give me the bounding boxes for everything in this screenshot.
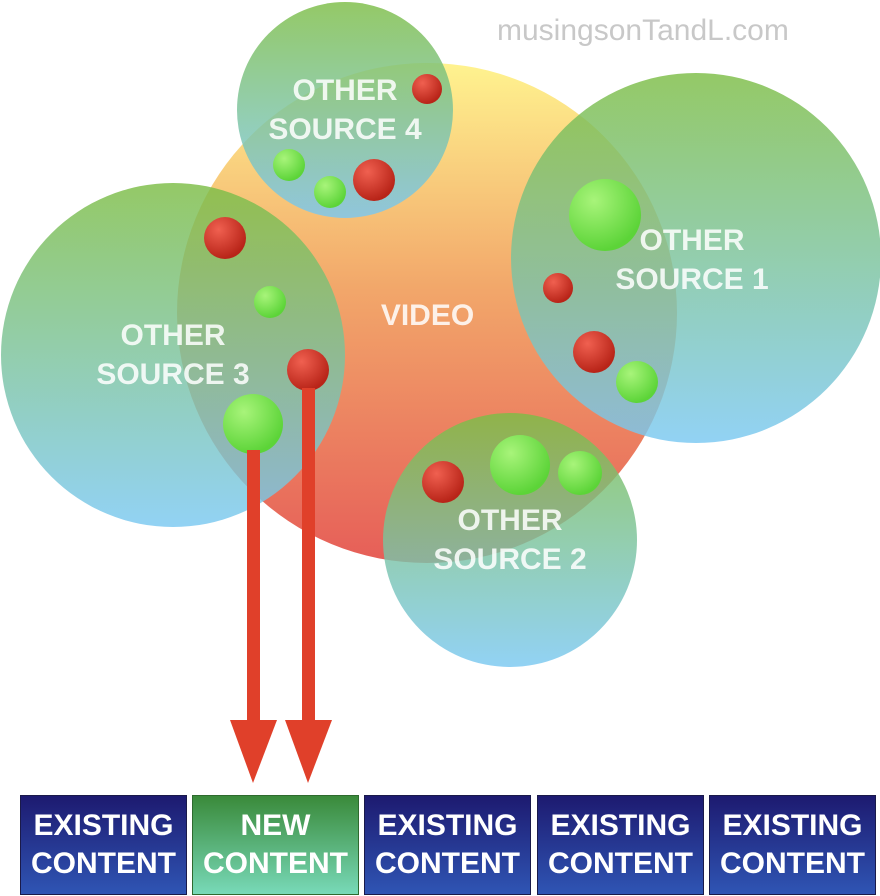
content-box-line: CONTENT bbox=[203, 847, 348, 880]
red-dot bbox=[573, 331, 615, 373]
green-dot bbox=[254, 286, 286, 318]
content-box-new: NEW CONTENT bbox=[192, 795, 359, 895]
content-box-line: CONTENT bbox=[31, 847, 176, 880]
video-label: VIDEO bbox=[380, 299, 475, 332]
source-label-line: SOURCE 2 bbox=[433, 543, 587, 576]
content-box-line: CONTENT bbox=[720, 847, 865, 880]
source-label-line: OTHER bbox=[292, 74, 398, 107]
content-box-existing-2: EXISTING CONTENT bbox=[364, 795, 531, 895]
red-dot bbox=[543, 273, 573, 303]
content-box-existing-1: EXISTING CONTENT bbox=[20, 795, 187, 895]
source-label-line: OTHER bbox=[639, 224, 745, 257]
source-label-line: SOURCE 3 bbox=[96, 358, 250, 391]
watermark: musingsonTandL.com bbox=[497, 14, 789, 47]
red-dot bbox=[204, 217, 246, 259]
content-box-line: CONTENT bbox=[548, 847, 693, 880]
content-box-line: EXISTING bbox=[550, 809, 691, 842]
source-label-4: OTHER SOURCE 4 bbox=[255, 71, 435, 149]
green-dot bbox=[569, 179, 641, 251]
arrow-left bbox=[230, 450, 277, 783]
green-dot bbox=[223, 394, 283, 454]
source-label-line: SOURCE 1 bbox=[615, 263, 769, 296]
source-label-2: OTHER SOURCE 2 bbox=[420, 501, 600, 579]
red-dot bbox=[287, 349, 329, 391]
content-box-line: EXISTING bbox=[722, 809, 863, 842]
green-dot bbox=[314, 176, 346, 208]
content-box-existing-4: EXISTING CONTENT bbox=[709, 795, 876, 895]
content-box-line: CONTENT bbox=[375, 847, 520, 880]
green-dot bbox=[273, 149, 305, 181]
green-dot bbox=[490, 435, 550, 495]
green-dot bbox=[616, 361, 658, 403]
content-box-line: EXISTING bbox=[33, 809, 174, 842]
red-dot bbox=[412, 74, 442, 104]
content-box-line: NEW bbox=[240, 809, 311, 842]
red-dot bbox=[422, 461, 464, 503]
green-dot bbox=[558, 451, 602, 495]
source-label-line: SOURCE 4 bbox=[268, 113, 422, 146]
content-box-existing-3: EXISTING CONTENT bbox=[537, 795, 704, 895]
source-label-1: OTHER SOURCE 1 bbox=[602, 221, 782, 299]
source-label-line: OTHER bbox=[120, 319, 226, 352]
source-label-line: OTHER bbox=[457, 504, 563, 537]
arrow-right bbox=[285, 388, 332, 783]
content-box-line: EXISTING bbox=[377, 809, 518, 842]
red-dot bbox=[353, 159, 395, 201]
source-label-3: OTHER SOURCE 3 bbox=[83, 316, 263, 394]
